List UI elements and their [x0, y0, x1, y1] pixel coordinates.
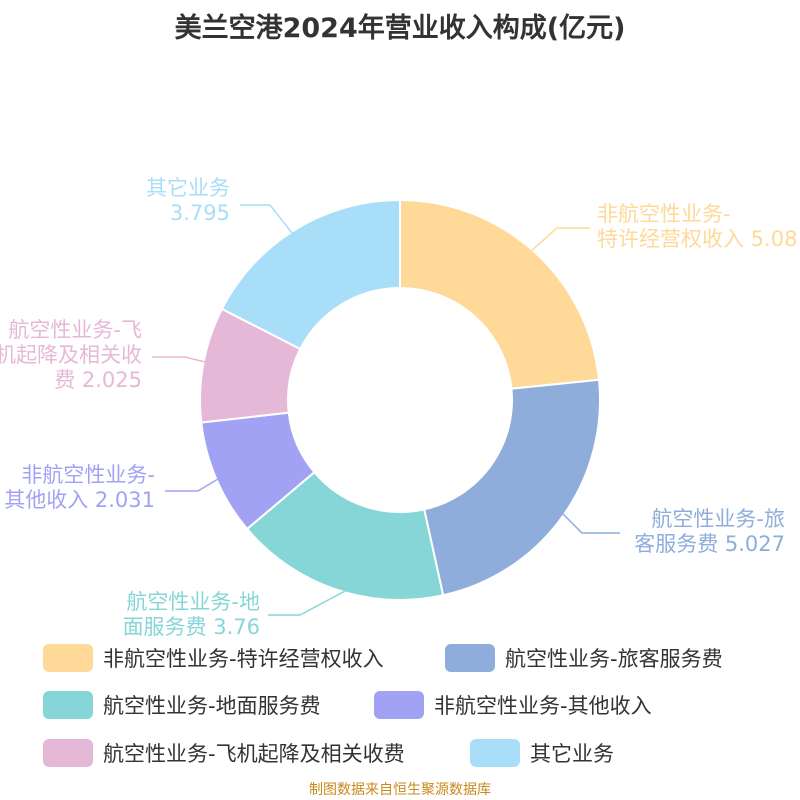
slice-label-line: 其他收入 2.031: [4, 488, 155, 512]
label-leader-line: [152, 356, 206, 363]
slice-label: 非航空性业务-特许经营权收入 5.08: [597, 202, 797, 252]
slice-label: 航空性业务-飞机起降及相关收费 2.025: [0, 318, 142, 393]
legend-item[interactable]: 非航空性业务-其他收入: [374, 690, 652, 720]
donut-slice: [220, 198, 401, 351]
slice-label-line: 3.795: [169, 201, 230, 225]
legend-swatch: [43, 739, 93, 767]
legend-label: 航空性业务-飞机起降及相关收费: [103, 742, 405, 766]
legend-label: 其它业务: [530, 742, 614, 766]
slice-label-line: 客服务费 5.027: [634, 532, 785, 556]
legend-swatch: [445, 644, 495, 672]
label-leader-line: [268, 581, 363, 616]
label-leader-line: [240, 204, 297, 239]
label-leader-line: [562, 513, 620, 534]
slice-label: 航空性业务-旅客服务费 5.027: [634, 507, 785, 557]
legend-item[interactable]: 航空性业务-飞机起降及相关收费: [43, 738, 405, 768]
legend-swatch: [470, 739, 520, 767]
data-source: 制图数据来自恒生聚源数据库: [309, 782, 491, 798]
legend-label: 航空性业务-地面服务费: [103, 694, 321, 718]
slice-label-line: 非航空性业务-: [21, 463, 155, 487]
donut-slice: [245, 470, 445, 601]
legend-label: 非航空性业务-其他收入: [434, 694, 652, 718]
legend-item[interactable]: 其它业务: [470, 738, 614, 768]
legend-label: 非航空性业务-特许经营权收入: [103, 647, 384, 671]
legend-swatch: [374, 691, 424, 719]
slice-label-line: 航空性业务-旅: [651, 507, 785, 531]
slice-label-line: 非航空性业务-: [597, 202, 731, 226]
donut-slice: [399, 198, 601, 390]
slice-label-line: 航空性业务-地: [126, 590, 260, 614]
legend-swatch: [43, 644, 93, 672]
legend-item[interactable]: 航空性业务-地面服务费: [43, 690, 321, 720]
legend-swatch: [43, 691, 93, 719]
legend-item[interactable]: 非航空性业务-特许经营权收入: [43, 643, 384, 673]
legend-item[interactable]: 航空性业务-旅客服务费: [445, 643, 723, 673]
slice-label-line: 机起降及相关收: [0, 343, 142, 367]
legend-label: 航空性业务-旅客服务费: [505, 647, 723, 671]
label-leader-line: [529, 227, 590, 253]
slice-label-line: 面服务费 3.76: [122, 615, 260, 639]
slice-label: 航空性业务-地面服务费 3.76: [123, 590, 260, 640]
slice-label-line: 其它业务: [146, 176, 230, 200]
label-leader-line: [165, 478, 219, 492]
slice-label: 非航空性业务-其他收入 2.031: [4, 463, 155, 513]
slice-label-line: 航空性业务-飞: [8, 318, 142, 342]
chart-title: 美兰空港2024年营业收入构成(亿元): [174, 13, 626, 44]
slice-label-line: 特许经营权收入 5.08: [597, 227, 798, 251]
donut-slice: [422, 378, 601, 597]
slice-label-line: 费 2.025: [54, 368, 142, 392]
